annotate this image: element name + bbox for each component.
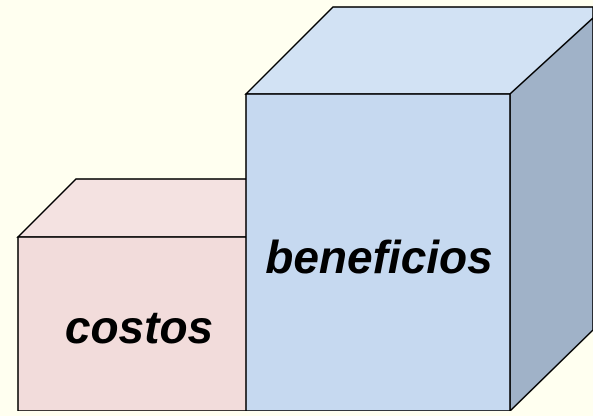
beneficios-label: beneficios <box>265 231 493 283</box>
beneficios-cube: beneficios <box>244 6 593 413</box>
costos-cube-top-face <box>16 178 249 238</box>
costos-label: costos <box>65 301 213 353</box>
costos-cube: costos <box>16 178 249 412</box>
